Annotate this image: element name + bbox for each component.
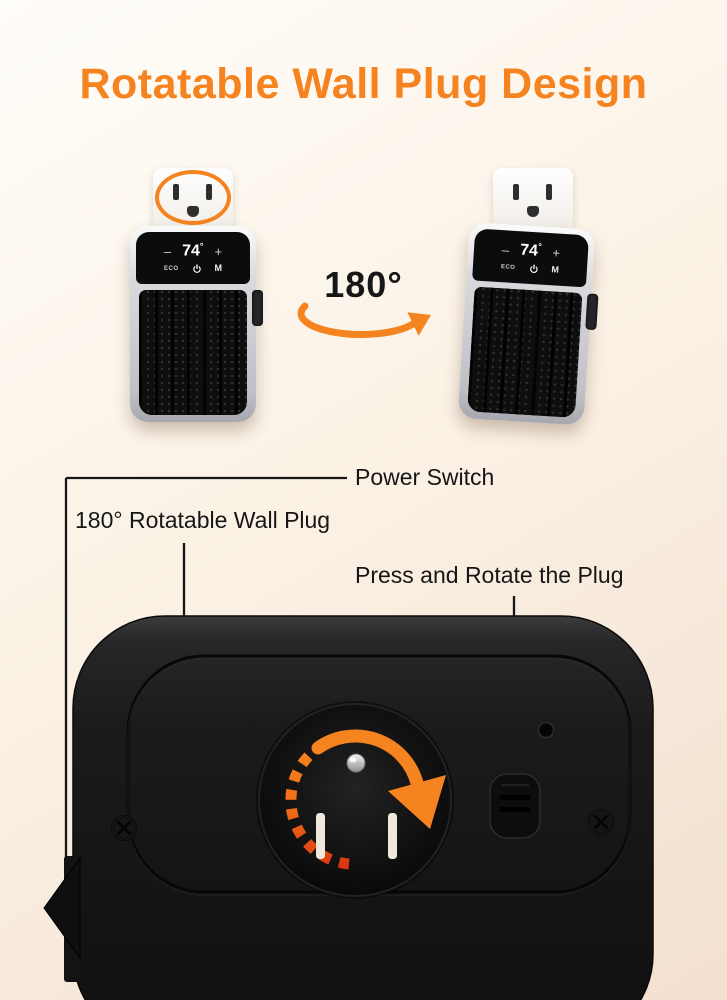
rotation-arrowhead [407, 312, 431, 336]
screw-left-icon [111, 815, 137, 841]
temp-minus-button: – [501, 241, 510, 258]
heater-grille [139, 290, 247, 415]
control-panel: – 74° + ECO M [136, 232, 250, 284]
heater-back-body [72, 615, 654, 1000]
heater-body: – 74° + ECO M [457, 222, 599, 426]
page-title: Rotatable Wall Plug Design [79, 60, 648, 108]
side-plug-knob [252, 290, 263, 326]
press-rotate-label: Press and Rotate the Plug [355, 562, 624, 588]
back-panel-groove [126, 654, 632, 894]
ground-pin-highlight [349, 757, 357, 763]
power-icon [529, 264, 538, 273]
rotation-arc-arrowhead [388, 775, 446, 829]
power-switch-label: Power Switch [355, 464, 495, 490]
wall-outlet-plate [493, 168, 573, 234]
plug-prong-left [316, 813, 325, 859]
temperature-display: 74° [519, 241, 543, 261]
mode-button-label: M [214, 263, 223, 274]
power-icon [192, 263, 201, 273]
heater-front-left: – 74° + ECO M [126, 168, 263, 426]
outlet-slot-left [513, 184, 519, 200]
rotation-solid-arc [311, 729, 424, 790]
heater-grille [467, 286, 583, 418]
outlet-slot-right [546, 184, 552, 200]
rotation-angle-label: 180° [324, 264, 403, 305]
rotatable-plug-label: 180° Rotatable Wall Plug [75, 507, 331, 533]
press-rotate-button [489, 773, 541, 839]
pilot-hole [537, 721, 555, 739]
rotatable-plug-disc [258, 703, 452, 897]
outlet-highlight-circle [155, 170, 231, 225]
temp-minus-button: – [163, 243, 172, 259]
temperature-display: 74° [182, 241, 204, 260]
back-panel-groove-highlight [127, 658, 631, 896]
temp-plus-button: + [551, 244, 561, 261]
plug-ground-pin [346, 753, 366, 773]
heater-front-right: – 74° + ECO M [457, 168, 600, 426]
plug-disc-shadow [256, 701, 454, 899]
outlet-ground-hole [527, 206, 539, 217]
plug-prong-right [388, 813, 397, 859]
power-switch-lever [43, 856, 82, 982]
control-panel: – 74° + ECO M [472, 228, 590, 288]
eco-mode-label: ECO [163, 265, 179, 272]
heater-body: – 74° + ECO M [130, 226, 263, 422]
rotation-dashed-arc [285, 743, 350, 870]
temp-plus-button: + [214, 243, 223, 259]
rotation-arrow [297, 302, 431, 338]
screw-right-icon [588, 809, 614, 835]
